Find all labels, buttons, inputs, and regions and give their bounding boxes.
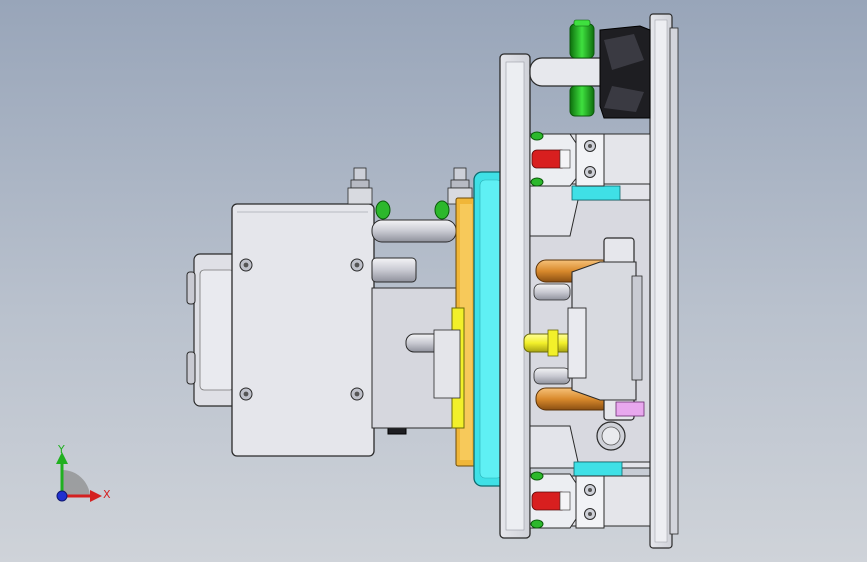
main-plate[interactable]: [499, 53, 531, 539]
y-axis-label: Y: [57, 443, 65, 456]
dark-clamp-block[interactable]: [599, 25, 651, 119]
gray-rod-upper[interactable]: [533, 283, 571, 301]
right-plate[interactable]: [649, 13, 679, 549]
screw-icon: [243, 262, 249, 268]
gray-spacer[interactable]: [433, 329, 461, 399]
lower-toggle-clamp[interactable]: [529, 471, 651, 529]
coordinate-triad: Y X: [56, 443, 111, 502]
green-fitting[interactable]: [375, 200, 391, 220]
screw-icon: [354, 262, 360, 268]
green-fitting[interactable]: [434, 200, 450, 220]
air-fitting-left[interactable]: [347, 167, 373, 205]
gray-rod-lower[interactable]: [533, 367, 571, 385]
upper-toggle-clamp[interactable]: [529, 131, 651, 187]
green-cylinder[interactable]: [569, 19, 595, 117]
screw-icon: [243, 391, 249, 397]
z-axis-dot: [56, 490, 68, 502]
screw-icon: [354, 391, 360, 397]
clamp-head[interactable]: [567, 237, 645, 421]
actuator-housing[interactable]: [231, 203, 375, 457]
x-axis-label: X: [103, 488, 111, 501]
